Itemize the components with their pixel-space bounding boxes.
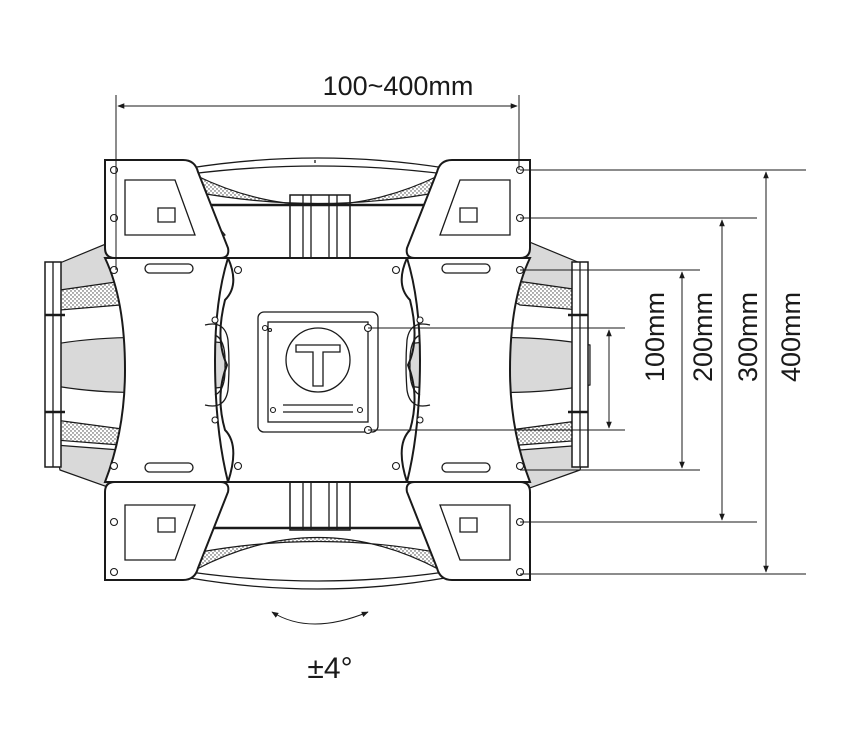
corner-plate-bottom-right [405,481,531,581]
tilt-indicator: ±4° [271,611,369,685]
horizontal-dimension-label: 100~400mm [323,71,474,101]
central-pivot-plate [219,257,416,483]
right-hinge-knuckles [405,323,431,407]
left-side-post [44,261,65,468]
vertical-dimension-label-400: 400mm [776,292,806,382]
corner-plate-top-right [405,159,531,259]
vertical-dimension-200: 200mm [520,269,718,471]
bottom-curved-rail [189,526,446,590]
horizontal-dimension: 100~400mm [115,71,520,270]
vertical-dimension-300: 300mm [520,217,763,523]
corner-plate-bottom-left [104,481,230,581]
right-side-post [568,261,589,468]
corner-plate-top-left [104,159,230,259]
vertical-dimension-400: 400mm [520,169,806,575]
top-curved-rail [189,157,446,207]
vertical-dimension-label-100: 100mm [640,292,670,382]
right-vertical-bracket [405,257,532,483]
tilt-label: ±4° [307,652,352,685]
vertical-dimension-label-300: 300mm [733,292,763,382]
vertical-dimension-label-200: 200mm [688,292,718,382]
vertical-dimension-100: 100mm [368,292,670,431]
left-hinge-knuckles [204,323,230,407]
